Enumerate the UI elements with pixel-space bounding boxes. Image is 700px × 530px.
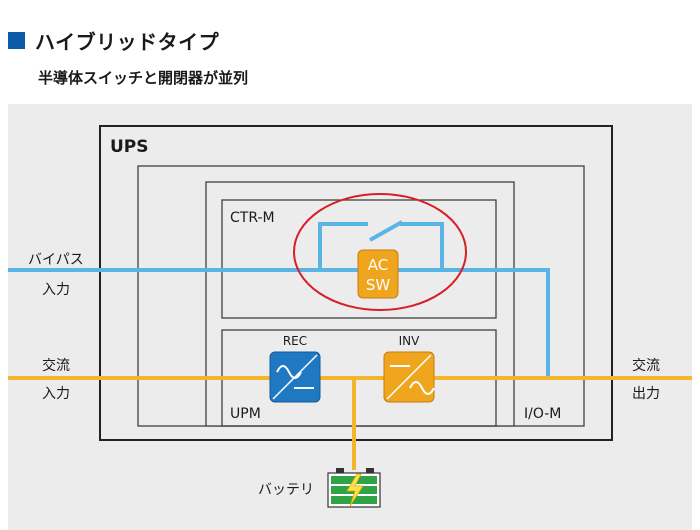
io-label: I/O-M [524,406,561,422]
bypass-input-label-2: 入力 [42,282,70,298]
ctr-label: CTR-M [230,210,275,226]
ups-label: UPS [110,137,149,157]
bypass-input-label-1: バイパス [28,252,84,268]
inv-label: INV [399,334,421,348]
upm-label: UPM [230,406,261,422]
page-subtitle: 半導体スイッチと開閉器が並列 [38,69,249,87]
ac-input-label-2: 入力 [42,386,70,402]
highlight-circle [293,193,467,311]
section-header: ハイブリッドタイプ [8,26,219,55]
rec-label: REC [283,334,307,348]
battery-label: バッテリ [258,482,314,498]
header-square-icon [8,32,25,49]
inverter-icon [383,351,435,403]
ac-sw-label-2: SW [366,276,391,294]
ac-sw-label-1: AC [368,256,388,274]
switch-contact [369,220,403,242]
ac-output-label-1: 交流 [632,357,660,374]
ctr-module-box [221,199,497,319]
ac-sw-icon: AC SW [357,249,399,299]
bypass-line [8,268,550,378]
rectifier-icon [269,351,321,403]
ac-output-label-2: 出力 [632,386,660,402]
switch-branch-right [400,222,444,270]
ac-input-label-1: 交流 [42,357,70,374]
page-title: ハイブリッドタイプ [35,30,220,54]
battery-icon [327,468,381,508]
switch-branch-left [318,222,368,270]
